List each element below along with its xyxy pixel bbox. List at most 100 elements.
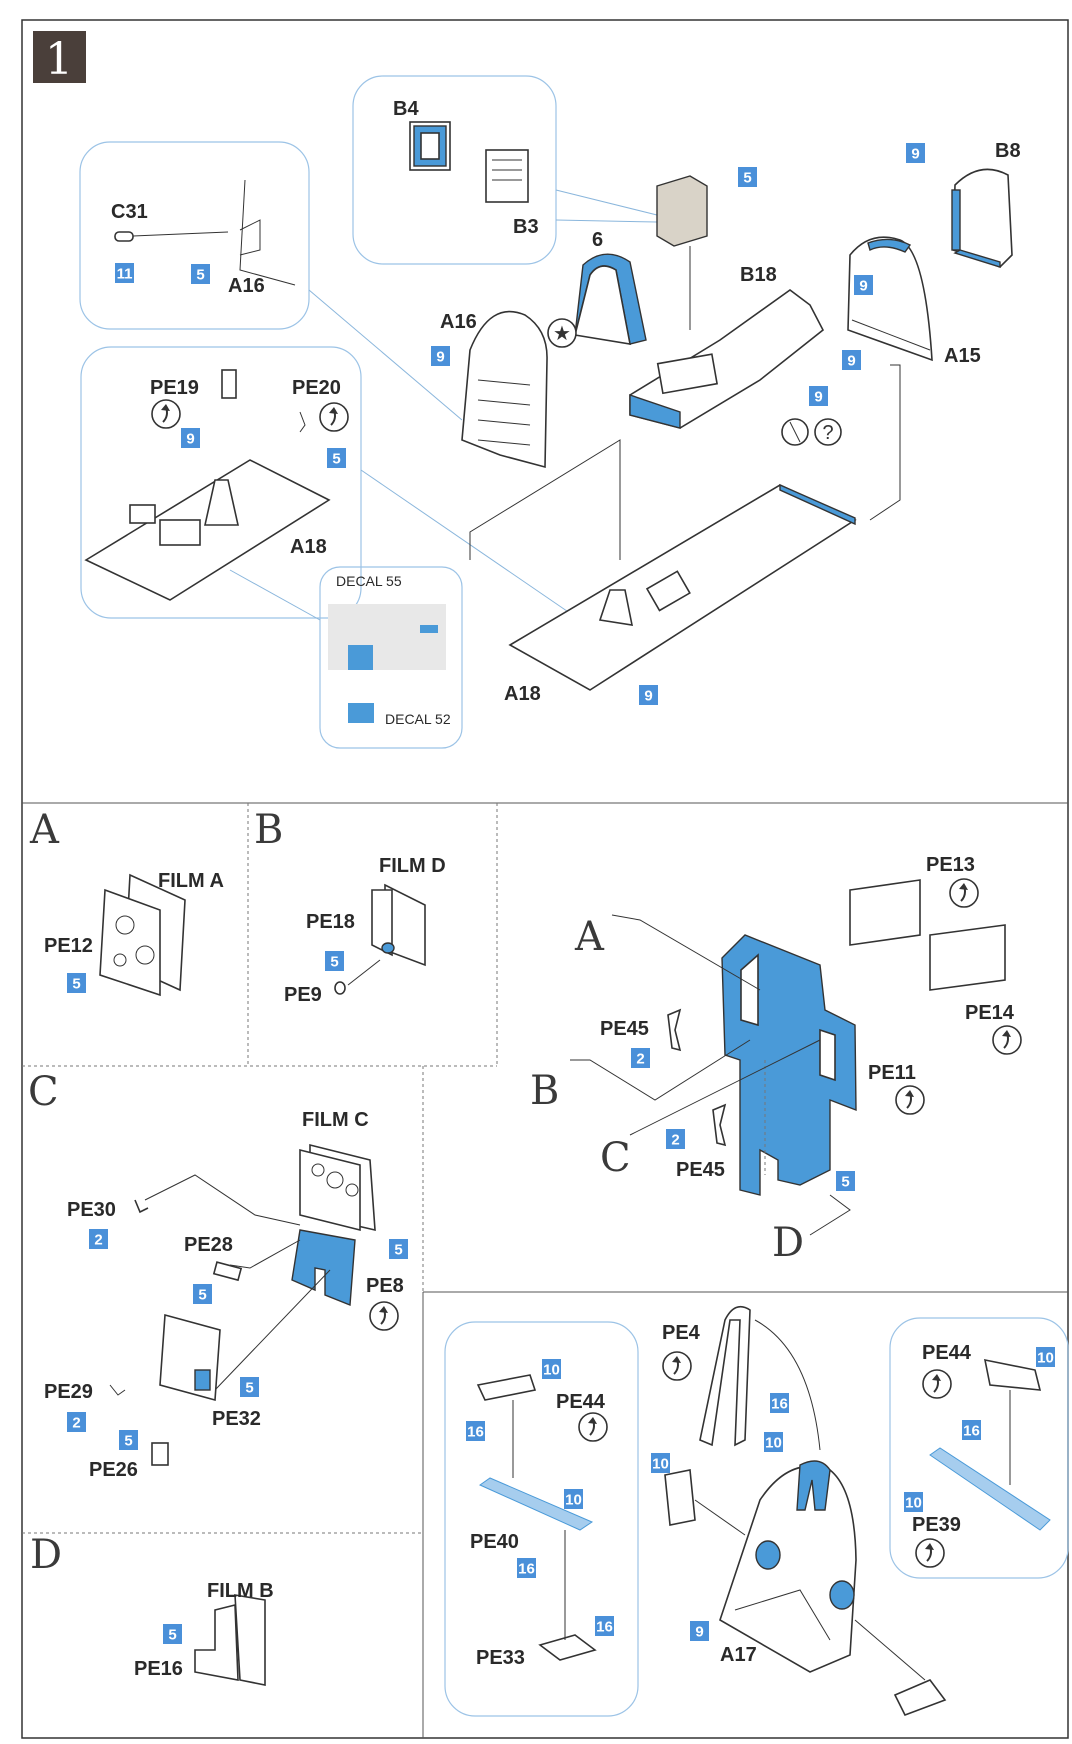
leader xyxy=(308,289,463,421)
callout-decal xyxy=(319,566,463,749)
callout-pe19 xyxy=(80,346,362,619)
part-6 xyxy=(574,253,647,345)
badge-bg xyxy=(67,973,86,993)
paint-code: 5 xyxy=(198,1287,206,1304)
paint-code-badge: 9 xyxy=(181,428,200,448)
flip-icon xyxy=(151,399,181,429)
part-label: PE45 xyxy=(676,1159,725,1181)
section-letter: C xyxy=(600,1135,631,1181)
question-icon: ? xyxy=(814,418,842,446)
paint-code-badge: 16 xyxy=(770,1393,789,1413)
part-label: 6 xyxy=(592,229,603,251)
paint-code: 10 xyxy=(565,1492,582,1509)
section-letter: C xyxy=(28,1069,59,1115)
badge-bg xyxy=(564,1489,583,1509)
badge-bg xyxy=(431,346,450,366)
section-letter: B xyxy=(530,1068,559,1114)
part-pe39-belt xyxy=(929,1358,1051,1531)
step-number: 1 xyxy=(45,34,73,85)
paint-code-badge: 9 xyxy=(854,275,873,295)
part-label: C31 xyxy=(111,201,148,223)
part-pe40-belt xyxy=(476,1374,597,1661)
paint-code-badge: 5 xyxy=(836,1171,855,1191)
callout-c31 xyxy=(79,141,310,330)
part-a17-seat xyxy=(719,1460,857,1673)
part-label: PE11 xyxy=(868,1062,916,1084)
part-pe29-plate xyxy=(109,1313,221,1466)
badge-bg xyxy=(764,1432,783,1452)
flip-icon xyxy=(992,1025,1022,1055)
paint-code-badge: 5 xyxy=(67,973,86,993)
paint-code-badge: 10 xyxy=(904,1492,923,1512)
part-c31-detail xyxy=(114,179,296,286)
paint-code-badge: 9 xyxy=(809,386,828,406)
question-glyph: ? xyxy=(822,422,833,444)
part-pe16 xyxy=(194,1594,266,1686)
flip-icon xyxy=(949,878,979,908)
paint-code-badge: 16 xyxy=(595,1616,614,1636)
part-label: PE13 xyxy=(926,854,975,876)
striped-circle-icon xyxy=(781,418,809,446)
part-label: PE29 xyxy=(44,1381,93,1403)
paint-code: 5 xyxy=(124,1433,132,1450)
paint-code: 10 xyxy=(652,1456,669,1473)
paint-code: 5 xyxy=(743,170,751,187)
badge-bg xyxy=(836,1171,855,1191)
part-a16 xyxy=(461,310,548,469)
badge-bg xyxy=(191,264,210,284)
paint-code: 10 xyxy=(765,1435,782,1452)
paint-code: 9 xyxy=(814,389,822,406)
badge-bg xyxy=(651,1453,670,1473)
paint-code-badge: 9 xyxy=(842,350,861,370)
paint-code-badge: 10 xyxy=(1036,1347,1055,1367)
badge-bg xyxy=(517,1558,536,1578)
badge-bg xyxy=(466,1421,485,1441)
paint-code: 5 xyxy=(394,1242,402,1259)
paint-code: 10 xyxy=(543,1362,560,1379)
paint-code: 9 xyxy=(847,353,855,370)
paint-code: 10 xyxy=(1037,1350,1054,1367)
part-label: PE12 xyxy=(44,935,93,957)
part-b18 xyxy=(629,289,825,429)
paint-code: 11 xyxy=(117,266,133,283)
part-instrument-panel-assembly xyxy=(570,879,1006,1236)
part-pe4-harness xyxy=(699,1305,821,1451)
part-label: PE14 xyxy=(965,1002,1015,1024)
badge-bg xyxy=(666,1129,685,1149)
paint-code-badge: 9 xyxy=(431,346,450,366)
paint-code: 2 xyxy=(72,1415,80,1432)
paint-code: 16 xyxy=(963,1423,980,1440)
paint-code: 2 xyxy=(671,1132,679,1149)
callout-lap-belt xyxy=(444,1321,639,1717)
paint-code: 5 xyxy=(841,1174,849,1191)
badge-bg xyxy=(542,1359,561,1379)
badge-bg xyxy=(595,1616,614,1636)
part-label: PE16 xyxy=(134,1658,183,1680)
paint-code: 16 xyxy=(518,1561,535,1578)
paint-code-badge: 5 xyxy=(325,951,344,971)
paint-code: 10 xyxy=(905,1495,922,1512)
section-letter: D xyxy=(772,1220,804,1266)
part-label: B8 xyxy=(995,140,1021,162)
part-label: A17 xyxy=(720,1644,757,1666)
part-label: B4 xyxy=(393,98,419,120)
paint-code-badge: 16 xyxy=(466,1421,485,1441)
badge-bg xyxy=(240,1377,259,1397)
badge-bg xyxy=(962,1420,981,1440)
part-label: FILM A xyxy=(158,870,224,892)
callout-shoulder-belt xyxy=(889,1317,1069,1579)
part-label: PE44 xyxy=(922,1342,972,1364)
badge-bg xyxy=(115,263,134,283)
part-label: PE19 xyxy=(150,377,199,399)
part-label: PE4 xyxy=(662,1322,701,1344)
part-b8 xyxy=(951,168,1013,268)
section-letter: D xyxy=(30,1532,62,1578)
part-label: PE39 xyxy=(912,1514,961,1536)
paint-code-badge: 5 xyxy=(738,167,757,187)
part-label: B3 xyxy=(513,216,539,238)
paint-code-badge: 2 xyxy=(89,1229,108,1249)
part-a18-detail xyxy=(84,369,331,601)
part-label: PE28 xyxy=(184,1234,233,1256)
badge-bg xyxy=(389,1239,408,1259)
part-b4 xyxy=(409,121,451,171)
